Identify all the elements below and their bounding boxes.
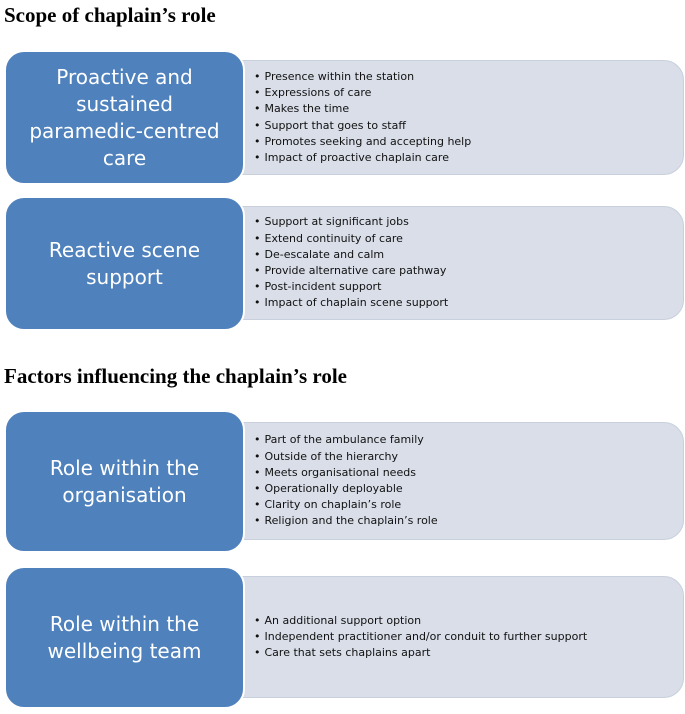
bullet-item: Promotes seeking and accepting help <box>254 134 683 150</box>
bullet-item: Extend continuity of care <box>254 231 683 247</box>
bullet-list-wellbeing: An additional support option Independent… <box>254 613 683 662</box>
bullet-item: Support that goes to staff <box>254 118 683 134</box>
bullet-item: Meets organisational needs <box>254 465 683 481</box>
bullet-item: Impact of proactive chaplain care <box>254 150 683 166</box>
bullet-item: Religion and the chaplain’s role <box>254 513 683 529</box>
bullet-list-proactive: Presence within the station Expressions … <box>254 69 683 166</box>
detail-panel-organisation: Part of the ambulance family Outside of … <box>237 422 684 540</box>
bullet-item: An additional support option <box>254 613 683 629</box>
category-box-wellbeing: Role within the wellbeing team <box>4 566 245 709</box>
bullet-item: Post-incident support <box>254 279 683 295</box>
bullet-item: De-escalate and calm <box>254 247 683 263</box>
bullet-item: Presence within the station <box>254 69 683 85</box>
category-label: Role within the organisation <box>49 455 200 507</box>
detail-panel-wellbeing: An additional support option Independent… <box>237 576 684 698</box>
section-heading-scope: Scope of chaplain’s role <box>4 3 216 27</box>
bullet-item: Operationally deployable <box>254 481 683 497</box>
bullet-item: Expressions of care <box>254 85 683 101</box>
section-heading-factors: Factors influencing the chaplain’s role <box>4 364 347 388</box>
bullet-item: Care that sets chaplains apart <box>254 645 683 661</box>
bullet-item: Impact of chaplain scene support <box>254 295 683 311</box>
bullet-item: Provide alternative care pathway <box>254 263 683 279</box>
bullet-item: Outside of the hierarchy <box>254 449 683 465</box>
category-label: Reactive scene support <box>48 237 201 289</box>
category-label: Role within the wellbeing team <box>47 611 202 663</box>
bullet-list-organisation: Part of the ambulance family Outside of … <box>254 432 683 529</box>
bullet-list-reactive: Support at significant jobs Extend conti… <box>254 214 683 311</box>
bullet-item: Clarity on chaplain’s role <box>254 497 683 513</box>
bullet-item: Independent practitioner and/or conduit … <box>254 629 683 645</box>
category-box-reactive: Reactive scene support <box>4 196 245 331</box>
category-label: Proactive and sustained paramedic-centre… <box>29 64 220 170</box>
bullet-item: Makes the time <box>254 101 683 117</box>
bullet-item: Part of the ambulance family <box>254 432 683 448</box>
detail-panel-reactive: Support at significant jobs Extend conti… <box>237 206 684 320</box>
detail-panel-proactive: Presence within the station Expressions … <box>237 60 684 175</box>
category-box-proactive: Proactive and sustained paramedic-centre… <box>4 50 245 185</box>
bullet-item: Support at significant jobs <box>254 214 683 230</box>
category-box-organisation: Role within the organisation <box>4 410 245 553</box>
